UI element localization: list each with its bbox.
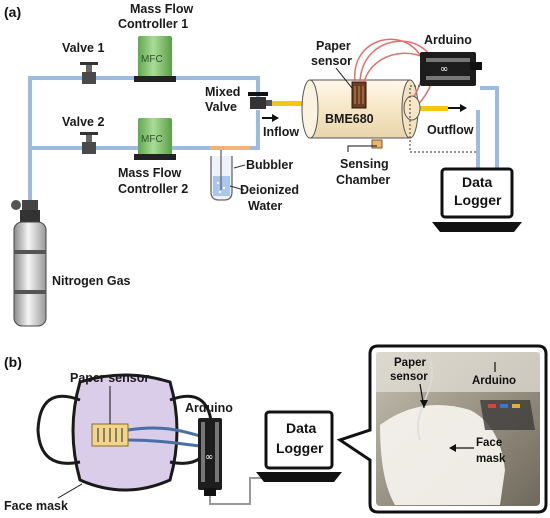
bme680-sensor: [371, 139, 383, 149]
water-pointer: [229, 185, 245, 191]
paper-sensor-label-line2: sensor: [311, 54, 352, 68]
photo-inset: [336, 344, 548, 514]
arduino-b-label: Arduino: [185, 401, 233, 415]
mfc-2-box-label: MFC: [141, 134, 163, 145]
arduino-board-a: ∞: [420, 52, 476, 86]
inflow-label: Inflow: [263, 125, 299, 139]
deionized-water-line2: Water: [248, 199, 282, 213]
deionized-water-line1: Deionized: [240, 183, 299, 197]
photo-face-mask-line1: Face: [476, 437, 502, 449]
mixed-valve-label-line2: Valve: [205, 100, 237, 114]
data-logger-a-line1: Data: [462, 174, 493, 190]
line-lower-merge: [250, 110, 260, 150]
arduino-label-a: Arduino: [424, 33, 472, 47]
valve-2-icon: [80, 132, 98, 154]
nitrogen-tank-icon: [11, 200, 47, 327]
laptop-icon-a: [432, 167, 522, 232]
panel-a-tag: (a): [4, 4, 21, 20]
photo-face-mask-arrowhead: [449, 444, 456, 452]
data-logger-b-line2: Logger: [276, 440, 324, 456]
inflow-arrow-head: [272, 114, 279, 122]
photo-paper-sensor-line1: Paper: [394, 357, 426, 369]
mfc-1-title-line1: Mass Flow: [130, 2, 193, 16]
outflow-pipe: [418, 106, 448, 111]
data-logger-a-line2: Logger: [454, 192, 502, 208]
mfc-1-box-label: MFC: [141, 54, 163, 65]
svg-text:∞: ∞: [440, 64, 448, 75]
line-to-logger: [476, 86, 499, 172]
arduino-board-b: ∞: [198, 418, 222, 496]
sensing-pointer: [347, 145, 377, 152]
arduino-usb-a: [470, 62, 482, 70]
svg-text:∞: ∞: [205, 452, 213, 463]
outflow-label: Outflow: [427, 123, 474, 137]
data-logger-b-line1: Data: [286, 420, 317, 436]
mfc-1-title-line2: Controller 1: [118, 17, 188, 31]
photo-paper-arrowhead: [420, 400, 428, 408]
valve-1-label: Valve 1: [62, 41, 104, 55]
outflow-arrow-head: [460, 104, 467, 112]
outflow-fitting: [403, 95, 421, 121]
mixed-valve-label-line1: Mixed: [205, 85, 240, 99]
dotted-cable: [409, 85, 478, 153]
face-mask-b-pointer: [57, 483, 83, 499]
mfc-2-title-line2: Controller 2: [118, 182, 188, 196]
panel-b-tag: (b): [4, 354, 22, 370]
paper-sensor-label-line1: Paper: [316, 39, 351, 53]
laptop-icon-b: [256, 410, 342, 482]
photo-paper-sensor-line2: sensor: [390, 371, 428, 383]
mfc-1-icon: [134, 36, 176, 82]
bme680-label: BME680: [325, 112, 374, 126]
photo-arduino-label: Arduino: [472, 375, 516, 387]
sensing-chamber-line1: Sensing: [340, 157, 389, 171]
paper-sensor-b-label: Paper sensor: [70, 371, 149, 385]
mixed-valve-icon: [248, 92, 272, 109]
face-mask-b-label: Face mask: [4, 499, 68, 513]
paper-sensor-b: [91, 423, 129, 447]
nitrogen-gas-label: Nitrogen Gas: [52, 274, 131, 288]
paper-sensor-chip: [351, 81, 367, 109]
bubbler-label: Bubbler: [246, 158, 293, 172]
bubbler-icon: [210, 150, 233, 201]
sensing-chamber-line2: Chamber: [336, 173, 390, 187]
mfc-2-title-line1: Mass Flow: [118, 166, 181, 180]
valve-1-icon: [80, 62, 98, 84]
sensor-cable-b1: [127, 426, 201, 438]
photo-face-mask-line2: mask: [476, 453, 506, 465]
bubbler-pointer: [233, 164, 246, 169]
sensor-cable-b2: [127, 438, 201, 448]
inflow-pipe: [272, 101, 308, 106]
valve-2-label: Valve 2: [62, 115, 104, 129]
paper-sensor-pointer: [335, 67, 353, 89]
mfc-2-icon: [134, 118, 176, 160]
usb-cable-b: [209, 477, 265, 505]
